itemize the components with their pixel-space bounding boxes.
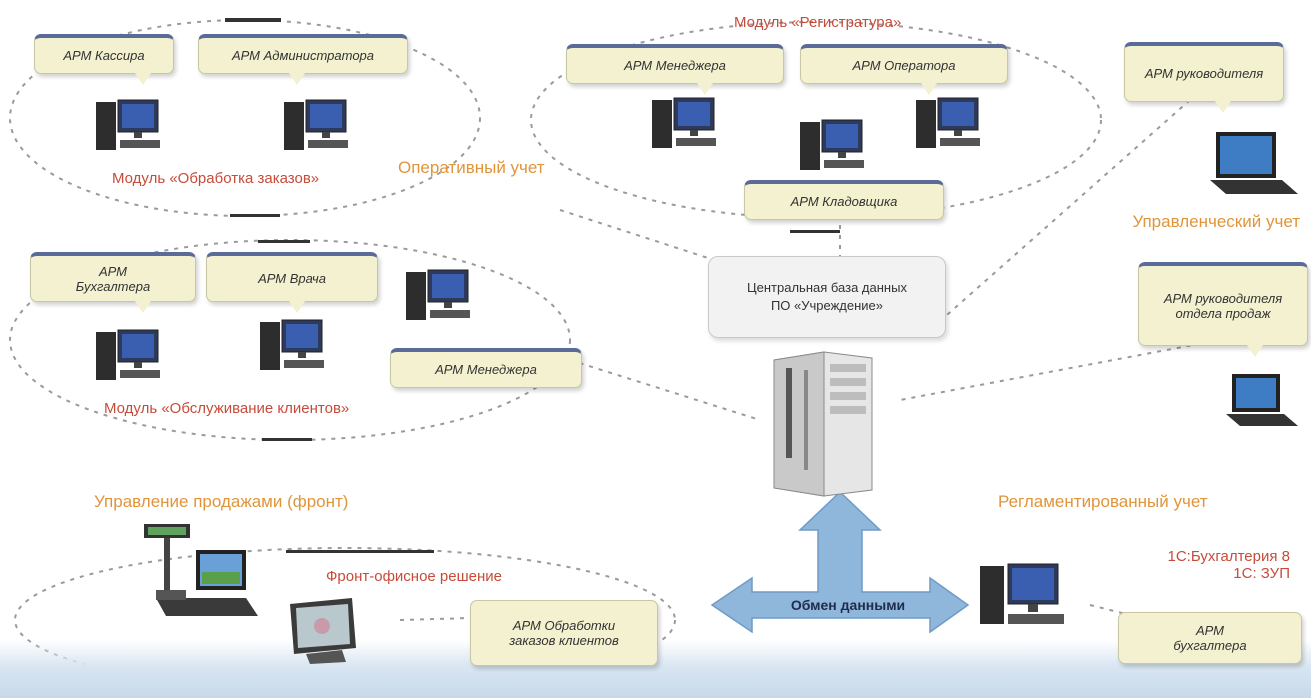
link-middle-server bbox=[569, 359, 761, 421]
label-bottom-accountant: АРМ бухгалтера bbox=[1118, 612, 1302, 664]
link-front-terminal bbox=[399, 617, 471, 621]
caption-accounting-software: 1С:Бухгалтерия 8 1С: ЗУП bbox=[1167, 548, 1291, 582]
touchscreen-terminal-icon bbox=[290, 598, 356, 664]
title-sales-front: Управление продажами (фронт) bbox=[94, 492, 349, 511]
desktop-computer-icon bbox=[916, 97, 980, 148]
label-sales-director: АРМ руководителя отдела продаж bbox=[1138, 262, 1308, 357]
title-registry-module: Модуль «Регистратура» bbox=[734, 14, 902, 31]
label-manager-2: АРМ Менеджера bbox=[390, 348, 582, 388]
database-server-label: Центральная база данных ПО «Учреждение» bbox=[708, 256, 946, 338]
desktop-computer-icon bbox=[980, 563, 1064, 624]
caption-service-module: Модуль «Обслуживание клиентов» bbox=[104, 400, 350, 417]
desktop-computer-icon bbox=[260, 319, 324, 370]
desktop-computer-icon bbox=[284, 99, 348, 150]
exchange-label: Обмен данными bbox=[790, 597, 906, 613]
title-regulated: Регламентированный учет bbox=[998, 492, 1208, 511]
exchange-arrow bbox=[710, 490, 970, 634]
laptop-icon bbox=[1210, 132, 1298, 194]
cloud-bottom-left bbox=[14, 547, 676, 693]
desktop-computer-icon bbox=[800, 119, 864, 170]
title-operational: Оперативный учет bbox=[398, 158, 545, 177]
label-accountant: АРМ Бухгалтера bbox=[30, 252, 196, 313]
label-admin: АРМ Администратора bbox=[198, 34, 408, 85]
cloud-middle-left bbox=[9, 239, 571, 441]
label-cashier: АРМ Кассира bbox=[34, 34, 174, 85]
desktop-computer-icon bbox=[96, 329, 160, 380]
label-storekeeper: АРМ Кладовщика bbox=[744, 180, 944, 220]
label-operator: АРМ Оператора bbox=[800, 44, 1008, 95]
desktop-computer-icon bbox=[96, 99, 160, 150]
label-order-processing: АРМ Обработки заказов клиентов bbox=[470, 600, 658, 666]
laptop-icon bbox=[1226, 374, 1298, 426]
desktop-computer-icon bbox=[406, 269, 470, 320]
server-tower-icon bbox=[773, 351, 873, 497]
desktop-computer-icon bbox=[652, 97, 716, 148]
title-management: Управленческий учет bbox=[1132, 212, 1300, 231]
caption-orders-module: Модуль «Обработка заказов» bbox=[112, 170, 320, 187]
caption-front-solution: Фронт-офисное решение bbox=[326, 568, 503, 585]
link-laptop-server bbox=[929, 99, 1191, 331]
cloud-top-center bbox=[530, 21, 1102, 219]
pos-terminal-icon bbox=[144, 524, 258, 616]
label-doctor: АРМ Врача bbox=[206, 252, 378, 313]
link-right-server bbox=[899, 339, 1221, 401]
label-director: АРМ руководителя bbox=[1124, 42, 1284, 113]
label-manager: АРМ Менеджера bbox=[566, 44, 784, 95]
